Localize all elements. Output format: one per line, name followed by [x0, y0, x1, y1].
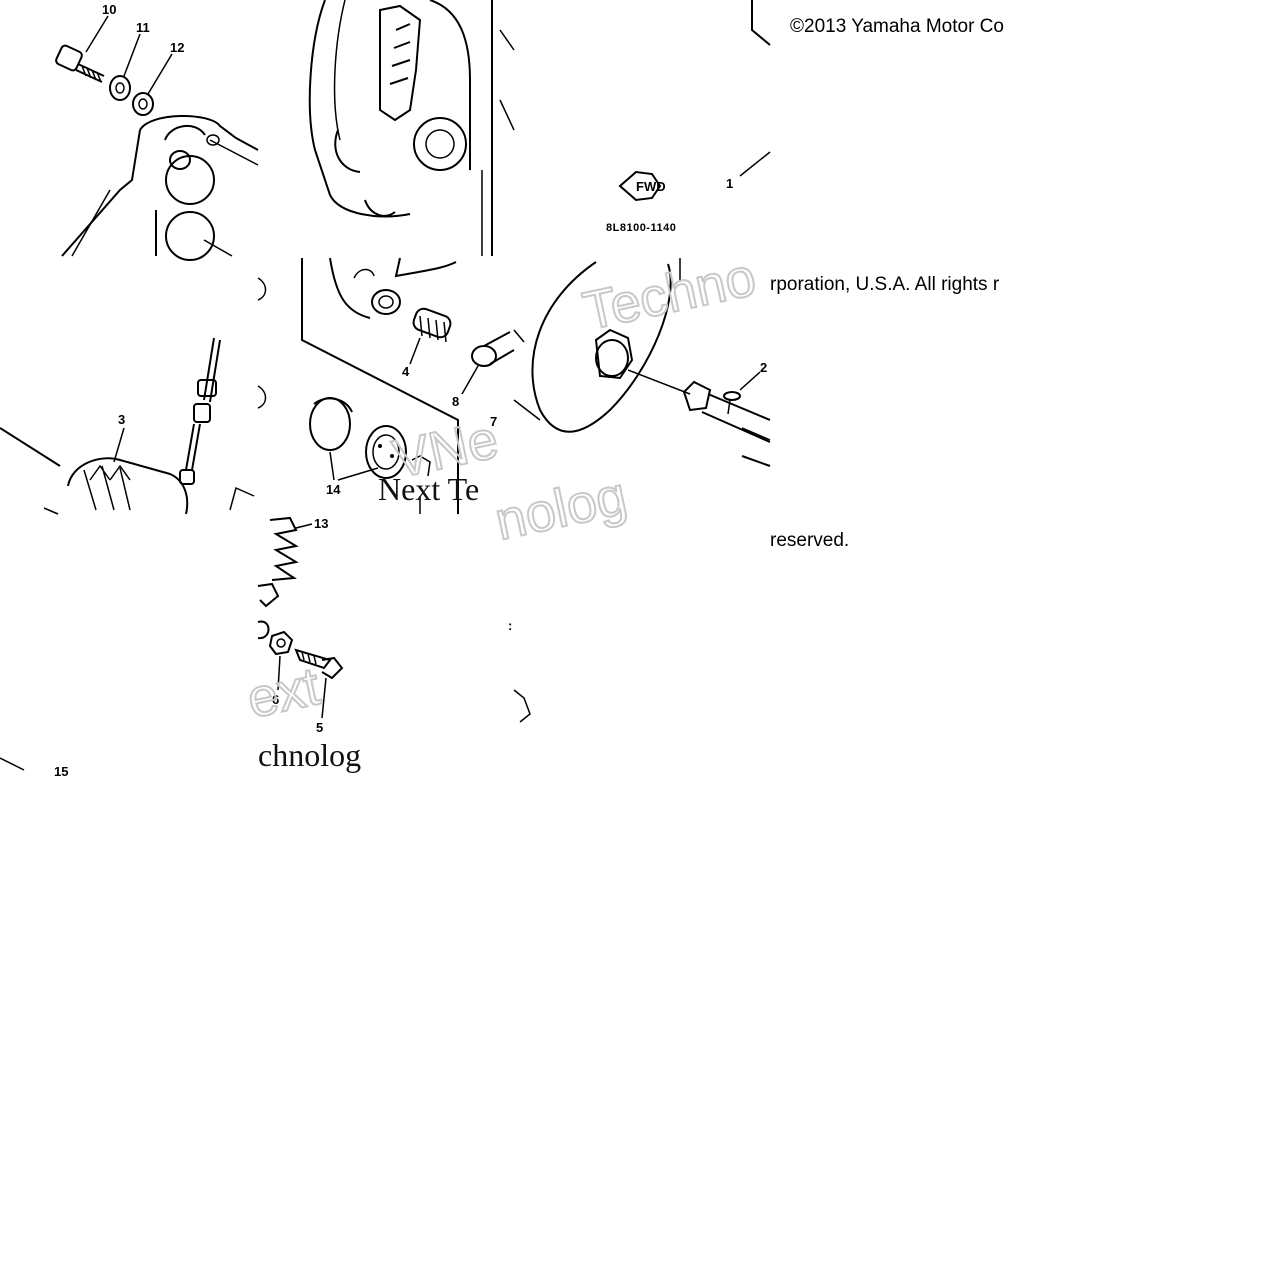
tile-pistons: 4 8 7 14 — [301, 257, 515, 514]
copyright-line-2: rporation, U.S.A. All rights r — [770, 274, 1000, 295]
svg-text::: : — [508, 618, 512, 633]
caliper-assembly-part-3 — [67, 457, 189, 515]
lever-part-8 — [471, 331, 515, 367]
washer-part-12 — [132, 92, 154, 116]
part-label-14: 14 — [326, 482, 341, 497]
spring-part-4 — [412, 307, 452, 343]
fwd-arrow-tag: FWD — [618, 170, 666, 202]
tile-caliper-body — [308, 0, 515, 256]
shaft — [682, 380, 771, 443]
part-label-5: 5 — [316, 720, 323, 735]
tile-caliper-assembly: 3 — [0, 277, 267, 515]
tile-lower-parts: 13 6 5 : 15 10 11 12 reserved. — [0, 2, 849, 779]
washer-part-6 — [268, 630, 294, 656]
part-label-2: 2 — [760, 360, 767, 375]
watermark-text-d: nolog — [490, 466, 632, 552]
tile-bracket — [55, 15, 259, 261]
part-label-11: 11 — [136, 20, 150, 35]
watermark-text-c: Next Te — [378, 471, 479, 507]
part-label-13: 13 — [314, 516, 328, 531]
watermark: Techno VNe Next Te nolog ext chnolog — [241, 246, 762, 773]
part-label-4: 4 — [402, 364, 410, 379]
part-label-10: 10 — [102, 2, 116, 17]
spring-part-13 — [269, 516, 299, 581]
bolt-part-5 — [294, 648, 344, 680]
caliper-bracket — [61, 115, 259, 261]
tile-brake-disc: 2 rporation, U.S.A. All rights r — [513, 258, 1000, 467]
part-label-6: 6 — [272, 692, 279, 707]
piston-part-14 — [309, 397, 407, 479]
diagram-code: 8L8100-1140 — [606, 222, 676, 234]
tile-fwd-area: ©2013 Yamaha Motor Co FWD 8L8100-1140 1 — [606, 0, 1004, 234]
washer-part-11 — [109, 75, 131, 101]
part-label-8: 8 — [452, 394, 459, 409]
copyright-line-1: ©2013 Yamaha Motor Co — [790, 16, 1004, 37]
part-label-3: 3 — [118, 412, 125, 427]
part-label-7: 7 — [490, 414, 497, 429]
brake-disc — [531, 261, 672, 433]
part-label-15: 15 — [54, 764, 68, 779]
part-label-12: 12 — [170, 40, 184, 55]
key-part-2 — [723, 391, 741, 415]
brake-cable — [179, 337, 221, 485]
svg-text:FWD: FWD — [636, 179, 666, 194]
watermark-text-a: Techno — [578, 247, 761, 342]
bolt-part-10 — [55, 44, 105, 83]
copyright-line-3: reserved. — [770, 530, 849, 551]
part-label-1: 1 — [726, 176, 733, 191]
watermark-text-f: chnolog — [258, 737, 361, 773]
watermark-text-e: ext — [242, 656, 325, 730]
